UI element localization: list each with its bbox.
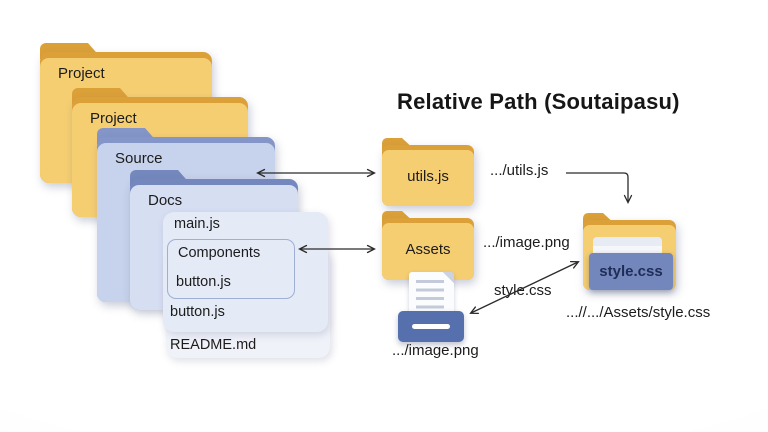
folder-label-project-inner: Project bbox=[90, 110, 137, 127]
file-label-button-js-outer: button.js bbox=[170, 304, 225, 320]
file-label-components: Components bbox=[178, 245, 261, 261]
image-tray-bar-icon bbox=[412, 324, 450, 329]
folder-label-utils-js: utils.js bbox=[407, 168, 449, 185]
path-label-utils: .../utils.js bbox=[490, 162, 549, 179]
file-label-readme: README.md bbox=[170, 337, 257, 353]
image-file-icon bbox=[398, 270, 464, 343]
path-label-assets-style: ...//.../Assets/style.css bbox=[566, 304, 711, 321]
path-label-image-top: .../image.png bbox=[483, 234, 570, 251]
style-css-file-chip: style.css bbox=[589, 253, 673, 290]
document-text-lines-icon bbox=[416, 280, 444, 310]
arrow-label-style-css: style.css bbox=[494, 282, 552, 299]
folder-utils-js: utils.js bbox=[382, 138, 474, 206]
diagram-title: Relative Path (Soutaipasu) bbox=[397, 89, 680, 114]
components-group-box bbox=[167, 239, 295, 299]
folder-assets: Assets bbox=[382, 211, 474, 280]
folder-label-source: Source bbox=[115, 150, 163, 167]
folder-front bbox=[382, 150, 474, 206]
folder-label-assets: Assets bbox=[405, 241, 451, 258]
folder-label-project-outer: Project bbox=[58, 65, 105, 82]
folder-style-destination: style.css bbox=[583, 213, 676, 290]
file-label-main-js: main.js bbox=[174, 216, 220, 232]
elbow-arrow-utils-path-icon bbox=[566, 172, 633, 204]
image-tray-icon bbox=[398, 311, 464, 342]
document-sheet-icon bbox=[409, 272, 454, 317]
folder-front bbox=[382, 223, 474, 280]
folder-label-docs: Docs bbox=[148, 192, 183, 209]
path-label-image-bottom: .../image.png bbox=[392, 342, 479, 359]
file-label-button-js-inner: button.js bbox=[176, 274, 231, 290]
docs-content-sheet bbox=[163, 212, 328, 332]
